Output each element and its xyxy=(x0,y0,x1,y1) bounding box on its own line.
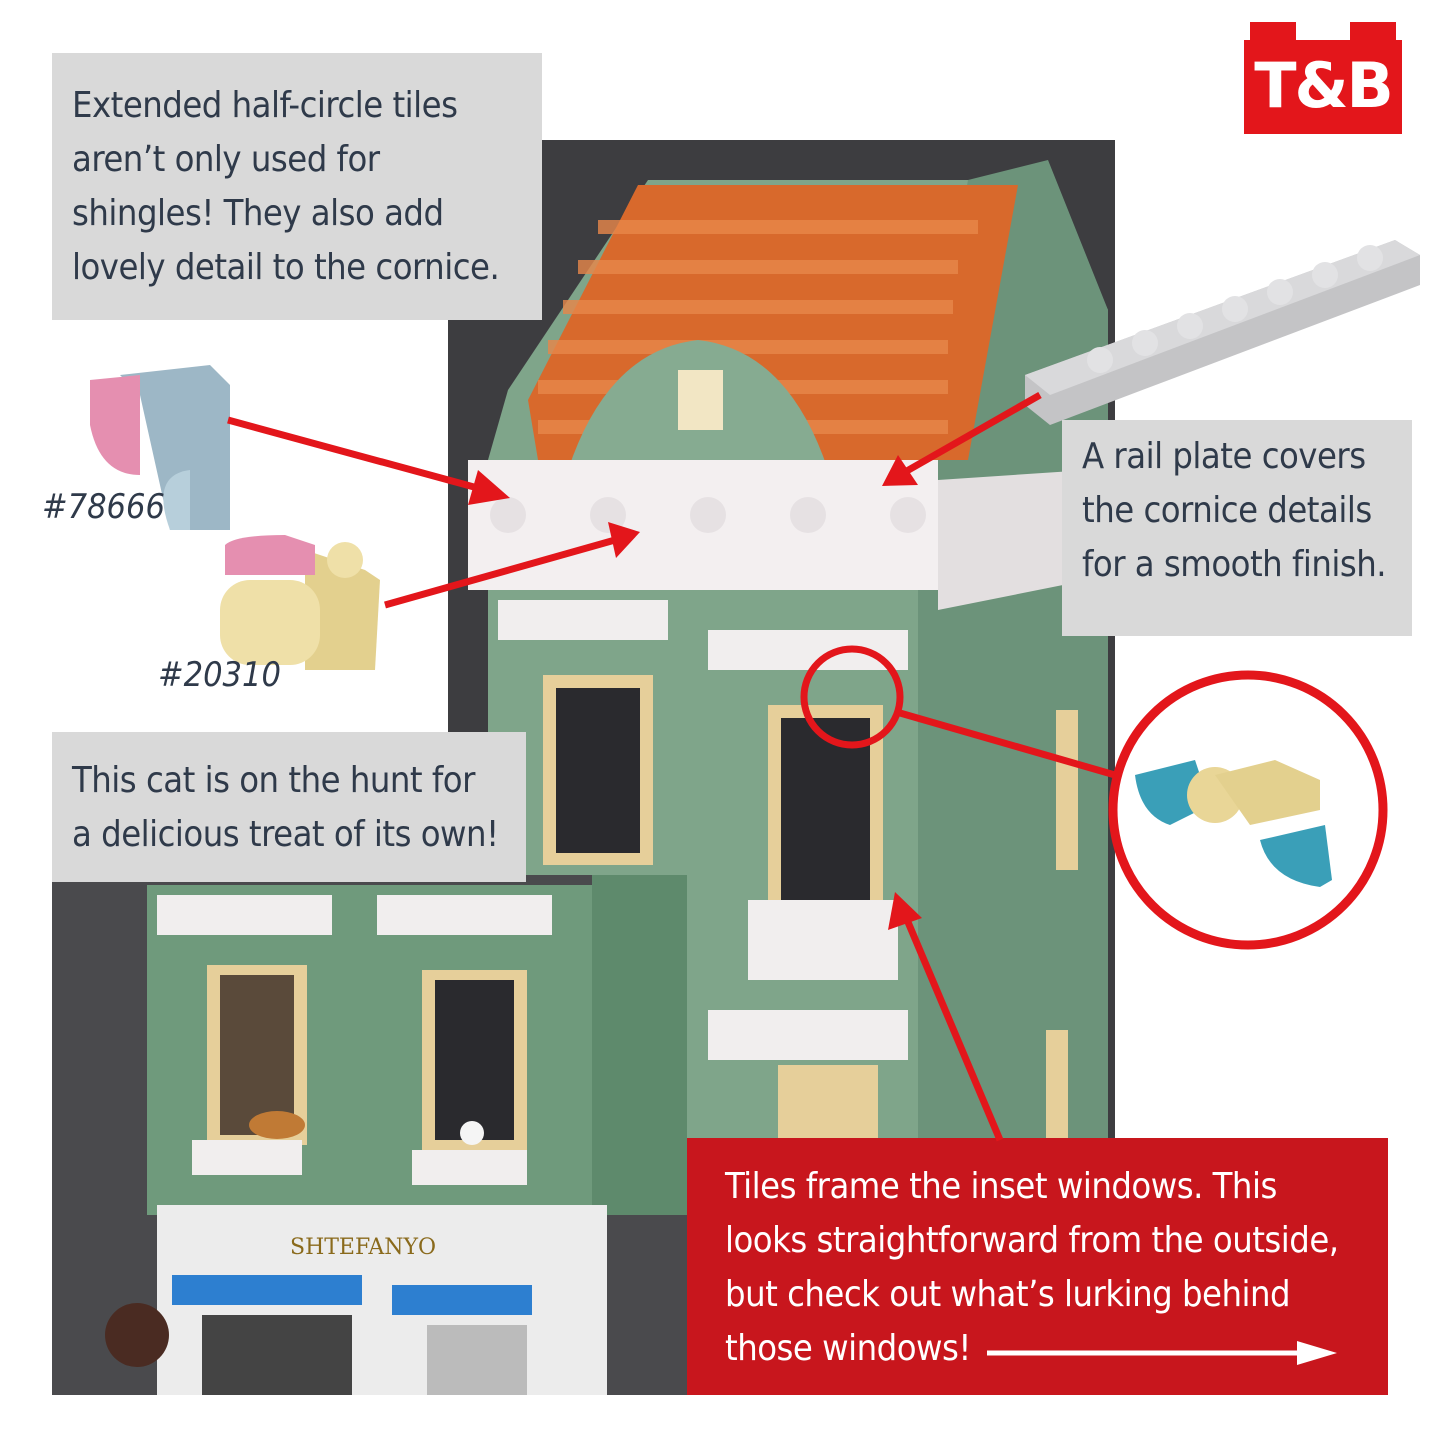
detail-zoom-circle xyxy=(1108,670,1388,950)
rail-plate-part xyxy=(1025,240,1420,425)
arrow-windows xyxy=(901,913,1004,1142)
arrow-20310 xyxy=(384,536,616,609)
bird-minifig xyxy=(460,1121,484,1145)
callout-line: A rail plate covers xyxy=(1082,436,1366,477)
callout-line: a delicious treat of its own! xyxy=(72,814,499,855)
callout-cat: This cat is on the hunt for a delicious … xyxy=(52,732,526,882)
callout-line: shingles! They also add xyxy=(72,193,444,234)
callout-windows: Tiles frame the inset windows. This look… xyxy=(687,1138,1388,1395)
highlight-circle xyxy=(800,645,904,749)
callout-line: Extended half-circle tiles xyxy=(72,85,458,126)
part-20310-icon xyxy=(220,535,380,670)
callout-line: aren’t only used for xyxy=(72,139,380,180)
arrow-right-icon xyxy=(987,1341,1337,1365)
tb-logo: T&B xyxy=(1244,22,1402,134)
part-number-label: #78666 xyxy=(42,487,165,527)
cat-minifig xyxy=(249,1111,305,1139)
logo-text: T&B xyxy=(1254,49,1394,122)
callout-line: Tiles frame the inset windows. This xyxy=(725,1166,1277,1207)
callout-line: This cat is on the hunt for xyxy=(72,760,475,801)
callout-line: lovely detail to the cornice. xyxy=(72,247,500,288)
callout-line: but check out what’s lurking behind xyxy=(725,1274,1291,1315)
shop-sign: SHTEFANYO xyxy=(290,1235,437,1260)
part-78666-icon xyxy=(90,365,230,530)
callout-line: those windows! xyxy=(725,1328,971,1369)
lower-building-illustration xyxy=(105,875,687,1395)
arrow-rail-plate xyxy=(903,391,1042,476)
callout-line: looks straightforward from the outside, xyxy=(725,1220,1339,1261)
arrow-zoom xyxy=(899,709,1116,779)
callout-shingles: Extended half-circle tiles aren’t only u… xyxy=(52,53,542,320)
callout-rail-plate: A rail plate covers the cornice details … xyxy=(1062,420,1412,636)
callout-line: the cornice details xyxy=(1082,490,1372,531)
part-number-label: #20310 xyxy=(158,655,281,695)
callout-line: for a smooth finish. xyxy=(1082,544,1387,585)
dormer-window xyxy=(678,370,723,430)
arrow-78666 xyxy=(227,416,486,494)
